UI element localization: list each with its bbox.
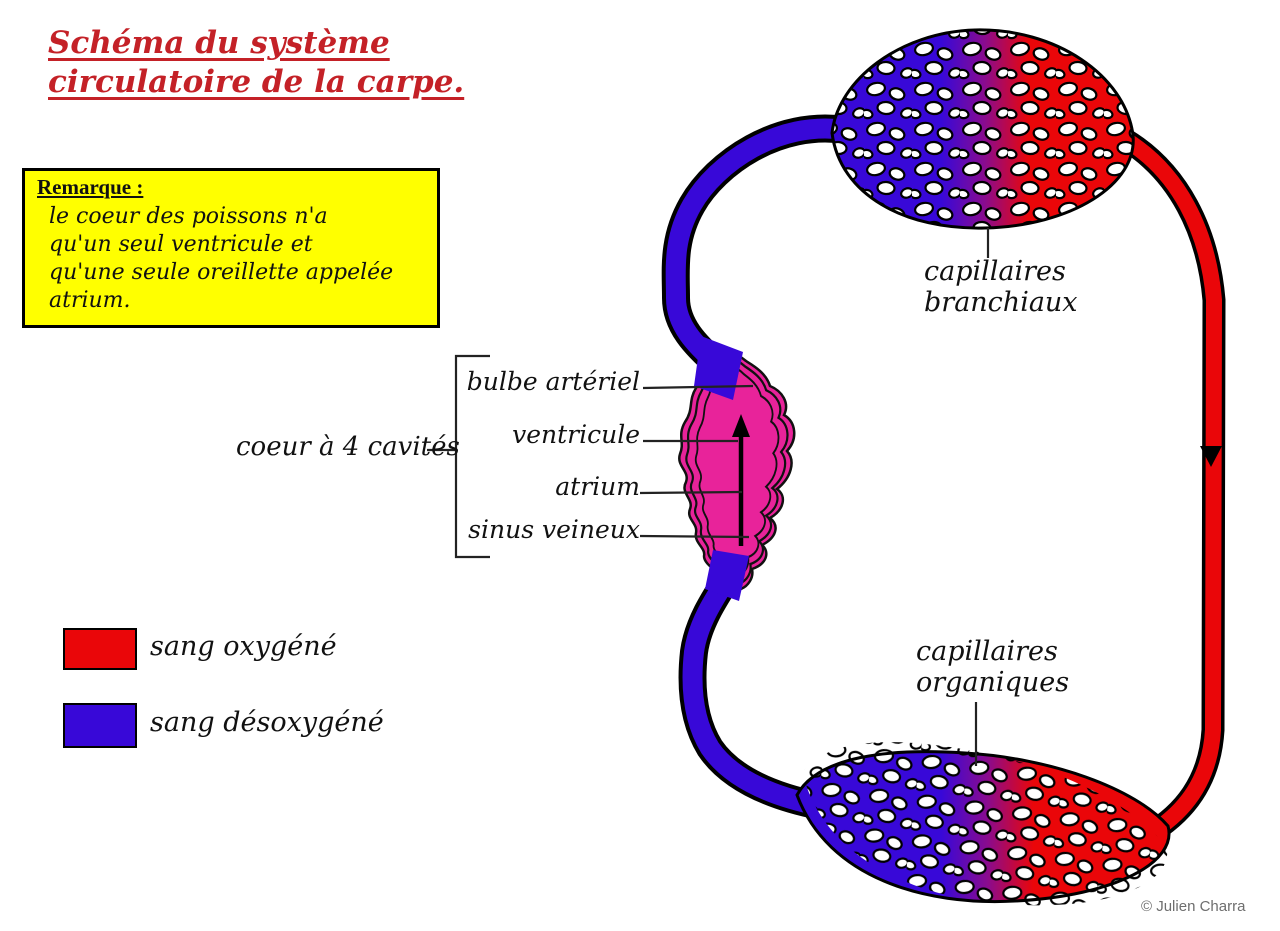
bulbe-leader-line	[642, 384, 754, 390]
sinus-leader-line	[639, 534, 750, 539]
label-atrium: atrium	[555, 472, 640, 501]
gill-capillaries-shape	[830, 28, 1135, 230]
legend-swatch-oxygenated	[63, 628, 137, 670]
label-bulbe-arteriel: bulbe artériel	[466, 367, 640, 396]
legend-label-deoxygenated: sang désoxygéné	[150, 707, 384, 738]
gill-capillaries-label-line2: branchiaux	[924, 287, 1078, 318]
page-title-line2: circulatoire de la carpe.	[48, 64, 465, 100]
page-title: Schéma du système circulatoire de la car…	[48, 24, 464, 102]
organ-capillaries-label: capillaires organiques	[916, 636, 1069, 698]
heart-top-junction	[694, 336, 743, 400]
bracket	[454, 354, 490, 559]
vein-vessel	[678, 560, 823, 820]
organ-capillaries-label-line1: capillaires	[916, 636, 1058, 667]
blood-flow-arrow	[732, 414, 750, 546]
heart-group-label: coeur à 4 cavités	[236, 432, 460, 462]
flow-direction-arrowhead	[1200, 446, 1222, 467]
credit-text: © Julien Charra	[1141, 898, 1246, 915]
remark-body: le coeur des poissons n'a qu'un seul ven…	[49, 204, 394, 313]
atrium-leader-line	[639, 490, 743, 495]
gill-capillaries-label: capillaires branchiaux	[924, 256, 1078, 318]
legend-swatch-deoxygenated	[63, 703, 137, 748]
leader-lines	[427, 228, 990, 766]
label-sinus-veineux: sinus veineux	[468, 515, 640, 544]
organ-capillaries-label-line2: organiques	[916, 667, 1070, 698]
dorsal-aorta-vessel	[1119, 130, 1226, 849]
legend-label-oxygenated: sang oxygéné	[150, 631, 337, 662]
remark-heading: Remarque :	[37, 175, 144, 199]
ventral-aorta-vessel	[661, 114, 848, 376]
remark-box: Remarque : le coeur des poissons n'a qu'…	[22, 168, 440, 328]
heart-bottom-junction	[705, 550, 749, 601]
page-title-line1: Schéma du système	[48, 25, 390, 61]
organ-capillaries-shape	[795, 742, 1171, 906]
heart-shape	[678, 336, 796, 601]
gill-capillaries-label-line1: capillaires	[924, 256, 1066, 287]
label-ventricule: ventricule	[512, 420, 640, 449]
